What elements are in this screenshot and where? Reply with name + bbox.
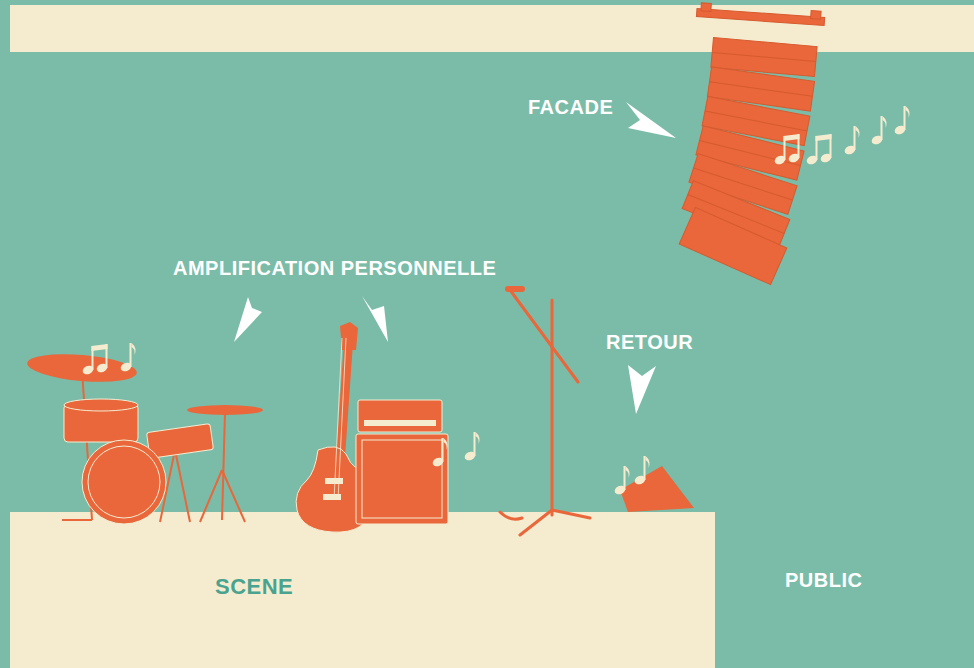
callout-label: PUBLIC: [785, 569, 862, 591]
callout-wrap: FACADE: [528, 96, 613, 118]
callout-wrap: PUBLIC: [785, 569, 862, 591]
callout-wrap: RETOUR: [606, 331, 693, 353]
stage-label: SCENE: [215, 575, 293, 599]
callout-label: AMPLIFICATION PERSONNELLE: [173, 257, 496, 279]
callout-wrap: AMPLIFICATION PERSONNELLE: [173, 257, 496, 279]
stage-band: SCENE: [10, 512, 715, 668]
callout-label: FACADE: [528, 96, 613, 118]
callout-label: RETOUR: [606, 331, 693, 353]
